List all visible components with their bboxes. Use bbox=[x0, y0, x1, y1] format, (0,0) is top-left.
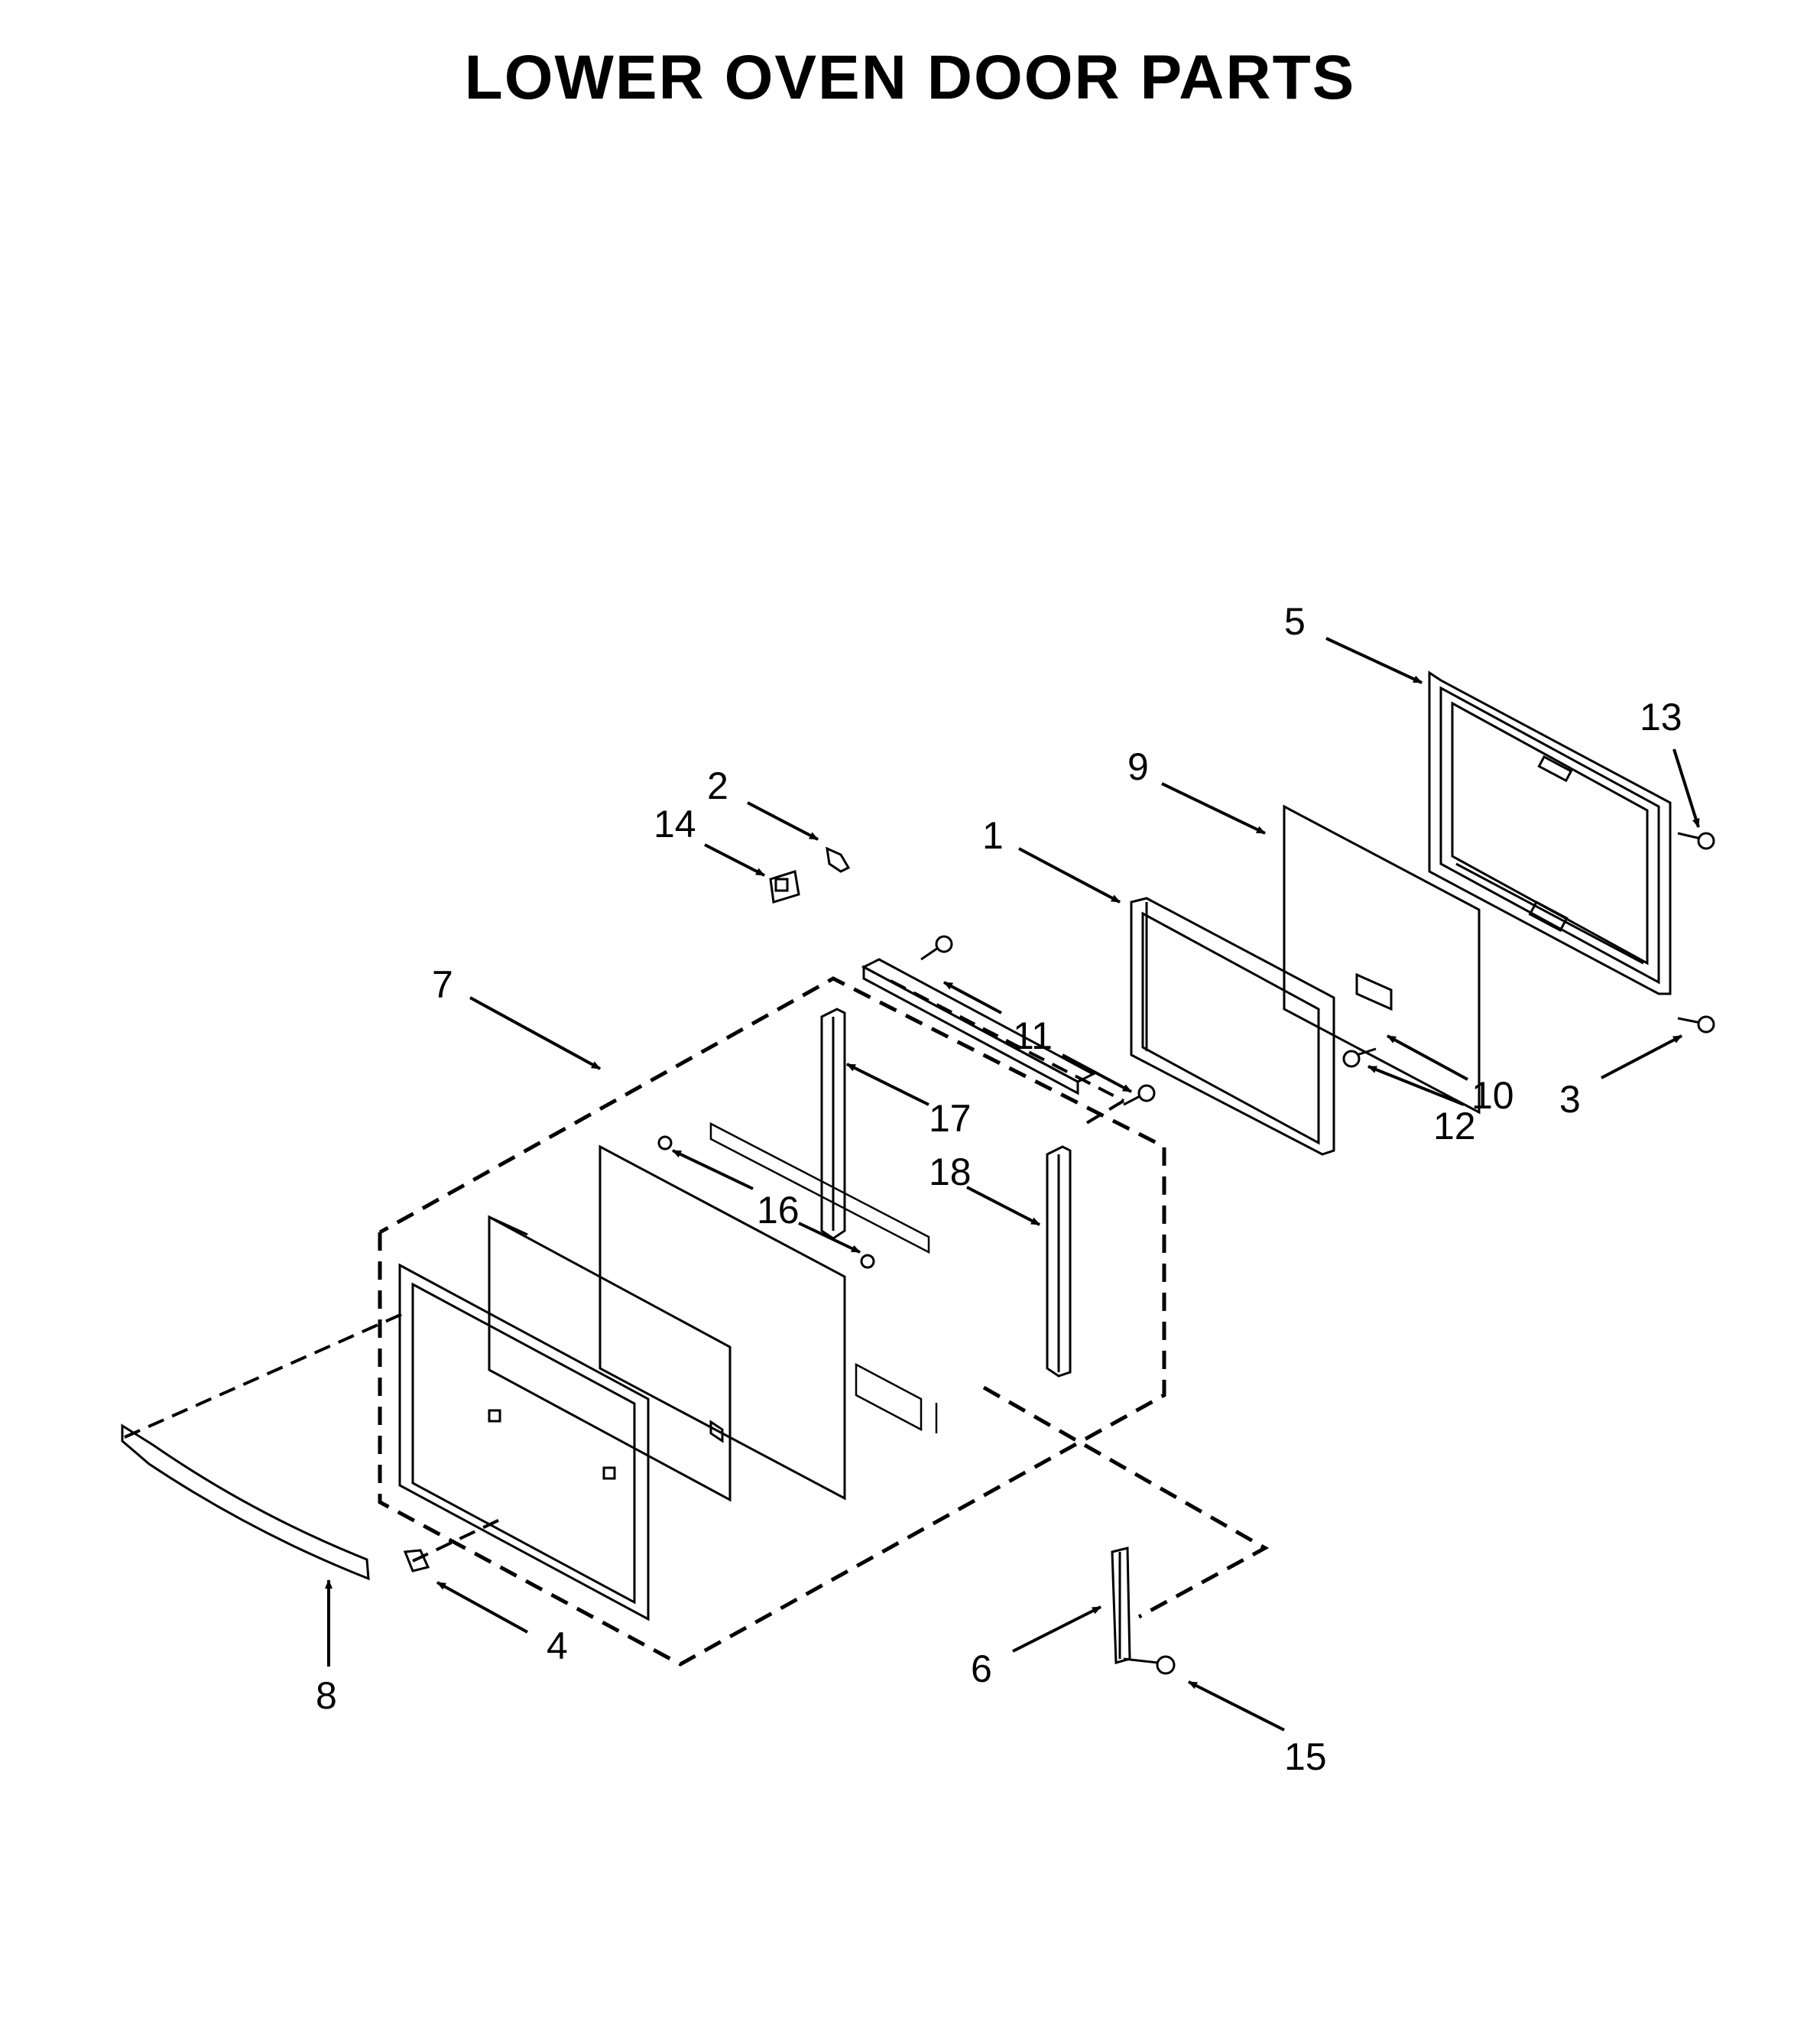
arrow-18 bbox=[966, 1186, 1040, 1226]
arrow-7 bbox=[469, 996, 601, 1070]
callout-2: 2 bbox=[707, 764, 728, 807]
callout-labels: 5 13 9 2 14 1 7 11 17 18 16 10 12 3 4 8 … bbox=[316, 600, 1682, 1778]
callout-7: 7 bbox=[432, 963, 453, 1006]
screw-11-top bbox=[920, 935, 953, 961]
callout-15: 15 bbox=[1284, 1735, 1327, 1778]
middle-frame bbox=[488, 1215, 732, 1502]
arrow-2 bbox=[747, 801, 819, 841]
arrow-5 bbox=[1325, 637, 1423, 684]
arrow-16a bbox=[672, 1149, 754, 1190]
callout-6: 6 bbox=[971, 1647, 992, 1690]
screw-12 bbox=[1342, 1047, 1377, 1068]
callout-1: 1 bbox=[982, 814, 1004, 857]
callout-11: 11 bbox=[1013, 1014, 1053, 1057]
part-15-screw bbox=[1123, 1655, 1176, 1675]
callout-18: 18 bbox=[929, 1151, 972, 1193]
outer-door-glass bbox=[398, 1263, 650, 1621]
part-17-side-channel bbox=[820, 1008, 846, 1240]
part-4-fastener bbox=[403, 1549, 430, 1572]
part-5-door-frame bbox=[1428, 670, 1672, 995]
arrow-16b bbox=[798, 1222, 861, 1254]
part-1-door-liner bbox=[1130, 897, 1335, 1156]
arrow-6 bbox=[1012, 1605, 1101, 1653]
arrow-11a bbox=[943, 981, 1002, 1014]
arrow-12 bbox=[1367, 1065, 1465, 1106]
arrow-10 bbox=[1387, 1034, 1468, 1081]
part-9-inner-glass bbox=[1283, 804, 1481, 1115]
callout-13: 13 bbox=[1640, 696, 1682, 738]
screw-3 bbox=[1677, 1015, 1715, 1034]
callout-8: 8 bbox=[316, 1674, 337, 1717]
callout-14: 14 bbox=[654, 803, 696, 845]
callout-4: 4 bbox=[547, 1624, 568, 1667]
screws bbox=[920, 832, 1715, 1106]
top-channel bbox=[861, 958, 1096, 1095]
part-16-middle-glass bbox=[599, 1135, 875, 1501]
diagram-title: LOWER OVEN DOOR PARTS bbox=[464, 43, 1356, 112]
part-10-bracket bbox=[1355, 972, 1393, 1011]
arrow-3 bbox=[1601, 1034, 1682, 1079]
arrow-17 bbox=[846, 1063, 929, 1106]
part-2-clip bbox=[826, 846, 851, 873]
part-6-hinge bbox=[1111, 1547, 1131, 1664]
arrow-14 bbox=[704, 843, 765, 877]
callout-3: 3 bbox=[1559, 1078, 1581, 1121]
callout-5: 5 bbox=[1284, 600, 1306, 643]
callout-17: 17 bbox=[929, 1097, 972, 1140]
screw-11-bottom bbox=[1123, 1084, 1156, 1106]
part-8-handle bbox=[121, 1423, 370, 1581]
arrow-4 bbox=[436, 1581, 528, 1634]
arrow-9 bbox=[1161, 782, 1266, 835]
callout-12: 12 bbox=[1433, 1105, 1476, 1147]
callout-16: 16 bbox=[757, 1189, 800, 1232]
part-18-side-channel bbox=[1046, 1145, 1072, 1378]
part-14-clip bbox=[769, 870, 800, 904]
assembly-dashed-outline bbox=[378, 976, 1270, 1667]
arrow-15 bbox=[1188, 1680, 1285, 1732]
arrow-11b bbox=[1062, 1053, 1132, 1093]
screw-13 bbox=[1677, 832, 1715, 850]
arrow-1 bbox=[1018, 847, 1121, 904]
insulation-strips bbox=[709, 1121, 938, 1433]
callout-9: 9 bbox=[1127, 745, 1149, 788]
leader-dashed-lines bbox=[124, 979, 1125, 1563]
arrow-13 bbox=[1672, 748, 1700, 828]
callout-10: 10 bbox=[1471, 1074, 1514, 1117]
callout-arrows bbox=[325, 637, 1700, 1732]
